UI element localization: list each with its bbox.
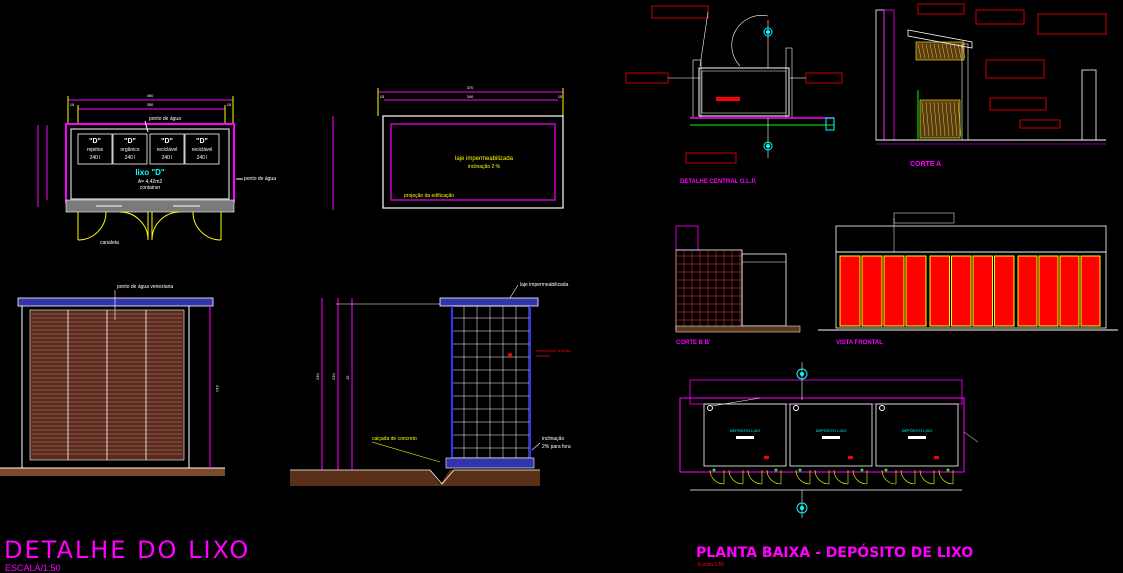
v1-bin2-code: "D"	[124, 138, 136, 145]
view3-front-elevation: ponto de água veneziana 210	[0, 284, 225, 476]
view2-slab-plan: 370 340 15 15 laje impermeabilizada incl…	[332, 85, 564, 210]
planta-baixa: DEPÓSITO LIXO DEPÓSITO LIXO DEPÓSITO LIX…	[679, 362, 979, 568]
plan-title: PLANTA BAIXA - DEPÓSITO DE LIXO	[696, 543, 973, 561]
v2-dim-inner: 340	[467, 94, 474, 99]
corte-b-title: CORTE B B'	[676, 340, 711, 346]
v1-bin3-vol: 240 l	[162, 155, 173, 161]
v1-bin3-code: "D"	[161, 138, 173, 145]
v2-slope: inclinação 2 %	[468, 164, 501, 170]
v1-water-right: ponto de água	[244, 176, 276, 182]
room-3-label: DEPÓSITO LIXO	[902, 428, 933, 433]
main-title: DETALHE DO LIXO	[4, 536, 250, 564]
v1-bin2-vol: 240 l	[125, 155, 136, 161]
v4-slab-note: laje impermeabilizada	[520, 282, 569, 288]
view1-bin-plan: 460 350 15 15 "D" rejeitos 240 l "D" org…	[37, 93, 276, 246]
v4-slope-value: 2% para fora	[542, 444, 571, 450]
v1-type: container	[140, 185, 161, 191]
v4-slope-note: inclinação	[542, 436, 564, 442]
v4-dim-b: 210	[331, 373, 336, 380]
glp-detail: DETALHE CENTRAL G.L.P.	[625, 5, 843, 185]
v1-title: lixo "D"	[135, 168, 165, 177]
vista-frontal: VISTA FRONTAL	[818, 212, 1118, 346]
v1-water-top: ponto de água	[149, 116, 181, 122]
corte-a: CORTE A	[875, 3, 1107, 168]
corte-a-title: CORTE A	[910, 161, 941, 168]
v1-dim-right: 15	[227, 102, 232, 107]
vista-frontal-title: VISTA FRONTAL	[836, 340, 883, 346]
v1-bin4-code: "D"	[196, 138, 208, 145]
v1-dim-left: 15	[70, 102, 75, 107]
v1-dim-total: 460	[147, 93, 154, 98]
v4-dim-a: 240	[315, 373, 320, 380]
v1-bin2-type: orgânico	[120, 147, 139, 153]
room-2-label: DEPÓSITO LIXO	[816, 428, 847, 433]
v4-dim-c: 15	[345, 375, 350, 380]
main-scale: ESCALA/1:50	[5, 563, 61, 573]
v2-dim-left: 15	[380, 94, 385, 99]
glp-title: DETALHE CENTRAL G.L.P.	[680, 179, 757, 185]
v1-bin1-type: rejeitos	[87, 147, 104, 153]
front-panels	[839, 255, 1101, 327]
v1-canaleta: canaleta	[100, 240, 119, 246]
v3-height: 210	[215, 385, 220, 392]
v2-dim-total: 370	[467, 85, 474, 90]
v1-dim-inner: 350	[147, 102, 154, 107]
view4-section: 240 210 15 revestimento cerâmico cerâmic…	[290, 282, 571, 486]
v1-bin3-type: reciclável	[157, 147, 178, 153]
v1-bin1-vol: 240 l	[90, 155, 101, 161]
v3-note: ponto de água veneziana	[117, 284, 173, 290]
plan-door-swings	[709, 468, 954, 485]
tile-grid	[452, 306, 530, 458]
room-1-label: DEPÓSITO LIXO	[730, 428, 761, 433]
corte-a-hatch	[917, 43, 966, 137]
corte-b-tiles	[675, 250, 742, 326]
plan-scale: Escala 1:50	[698, 562, 724, 568]
v1-bin4-vol: 240 l	[197, 155, 208, 161]
v1-bin4-type: reciclável	[192, 147, 213, 153]
v2-dim-right: 15	[558, 94, 563, 99]
v2-projection: projeção da edificação	[404, 193, 454, 199]
v1-area: A= 4,42m2	[138, 179, 163, 185]
corte-b: CORTE B B'	[675, 225, 801, 346]
v1-bin1-code: "D"	[89, 138, 101, 145]
v4-concrete: calçada de concreto	[372, 436, 417, 442]
v2-slab: laje impermeabilizada	[455, 156, 514, 162]
v4-floor-note: cerâmica	[536, 354, 550, 358]
v4-tile-note: revestimento cerâmico	[536, 349, 571, 353]
